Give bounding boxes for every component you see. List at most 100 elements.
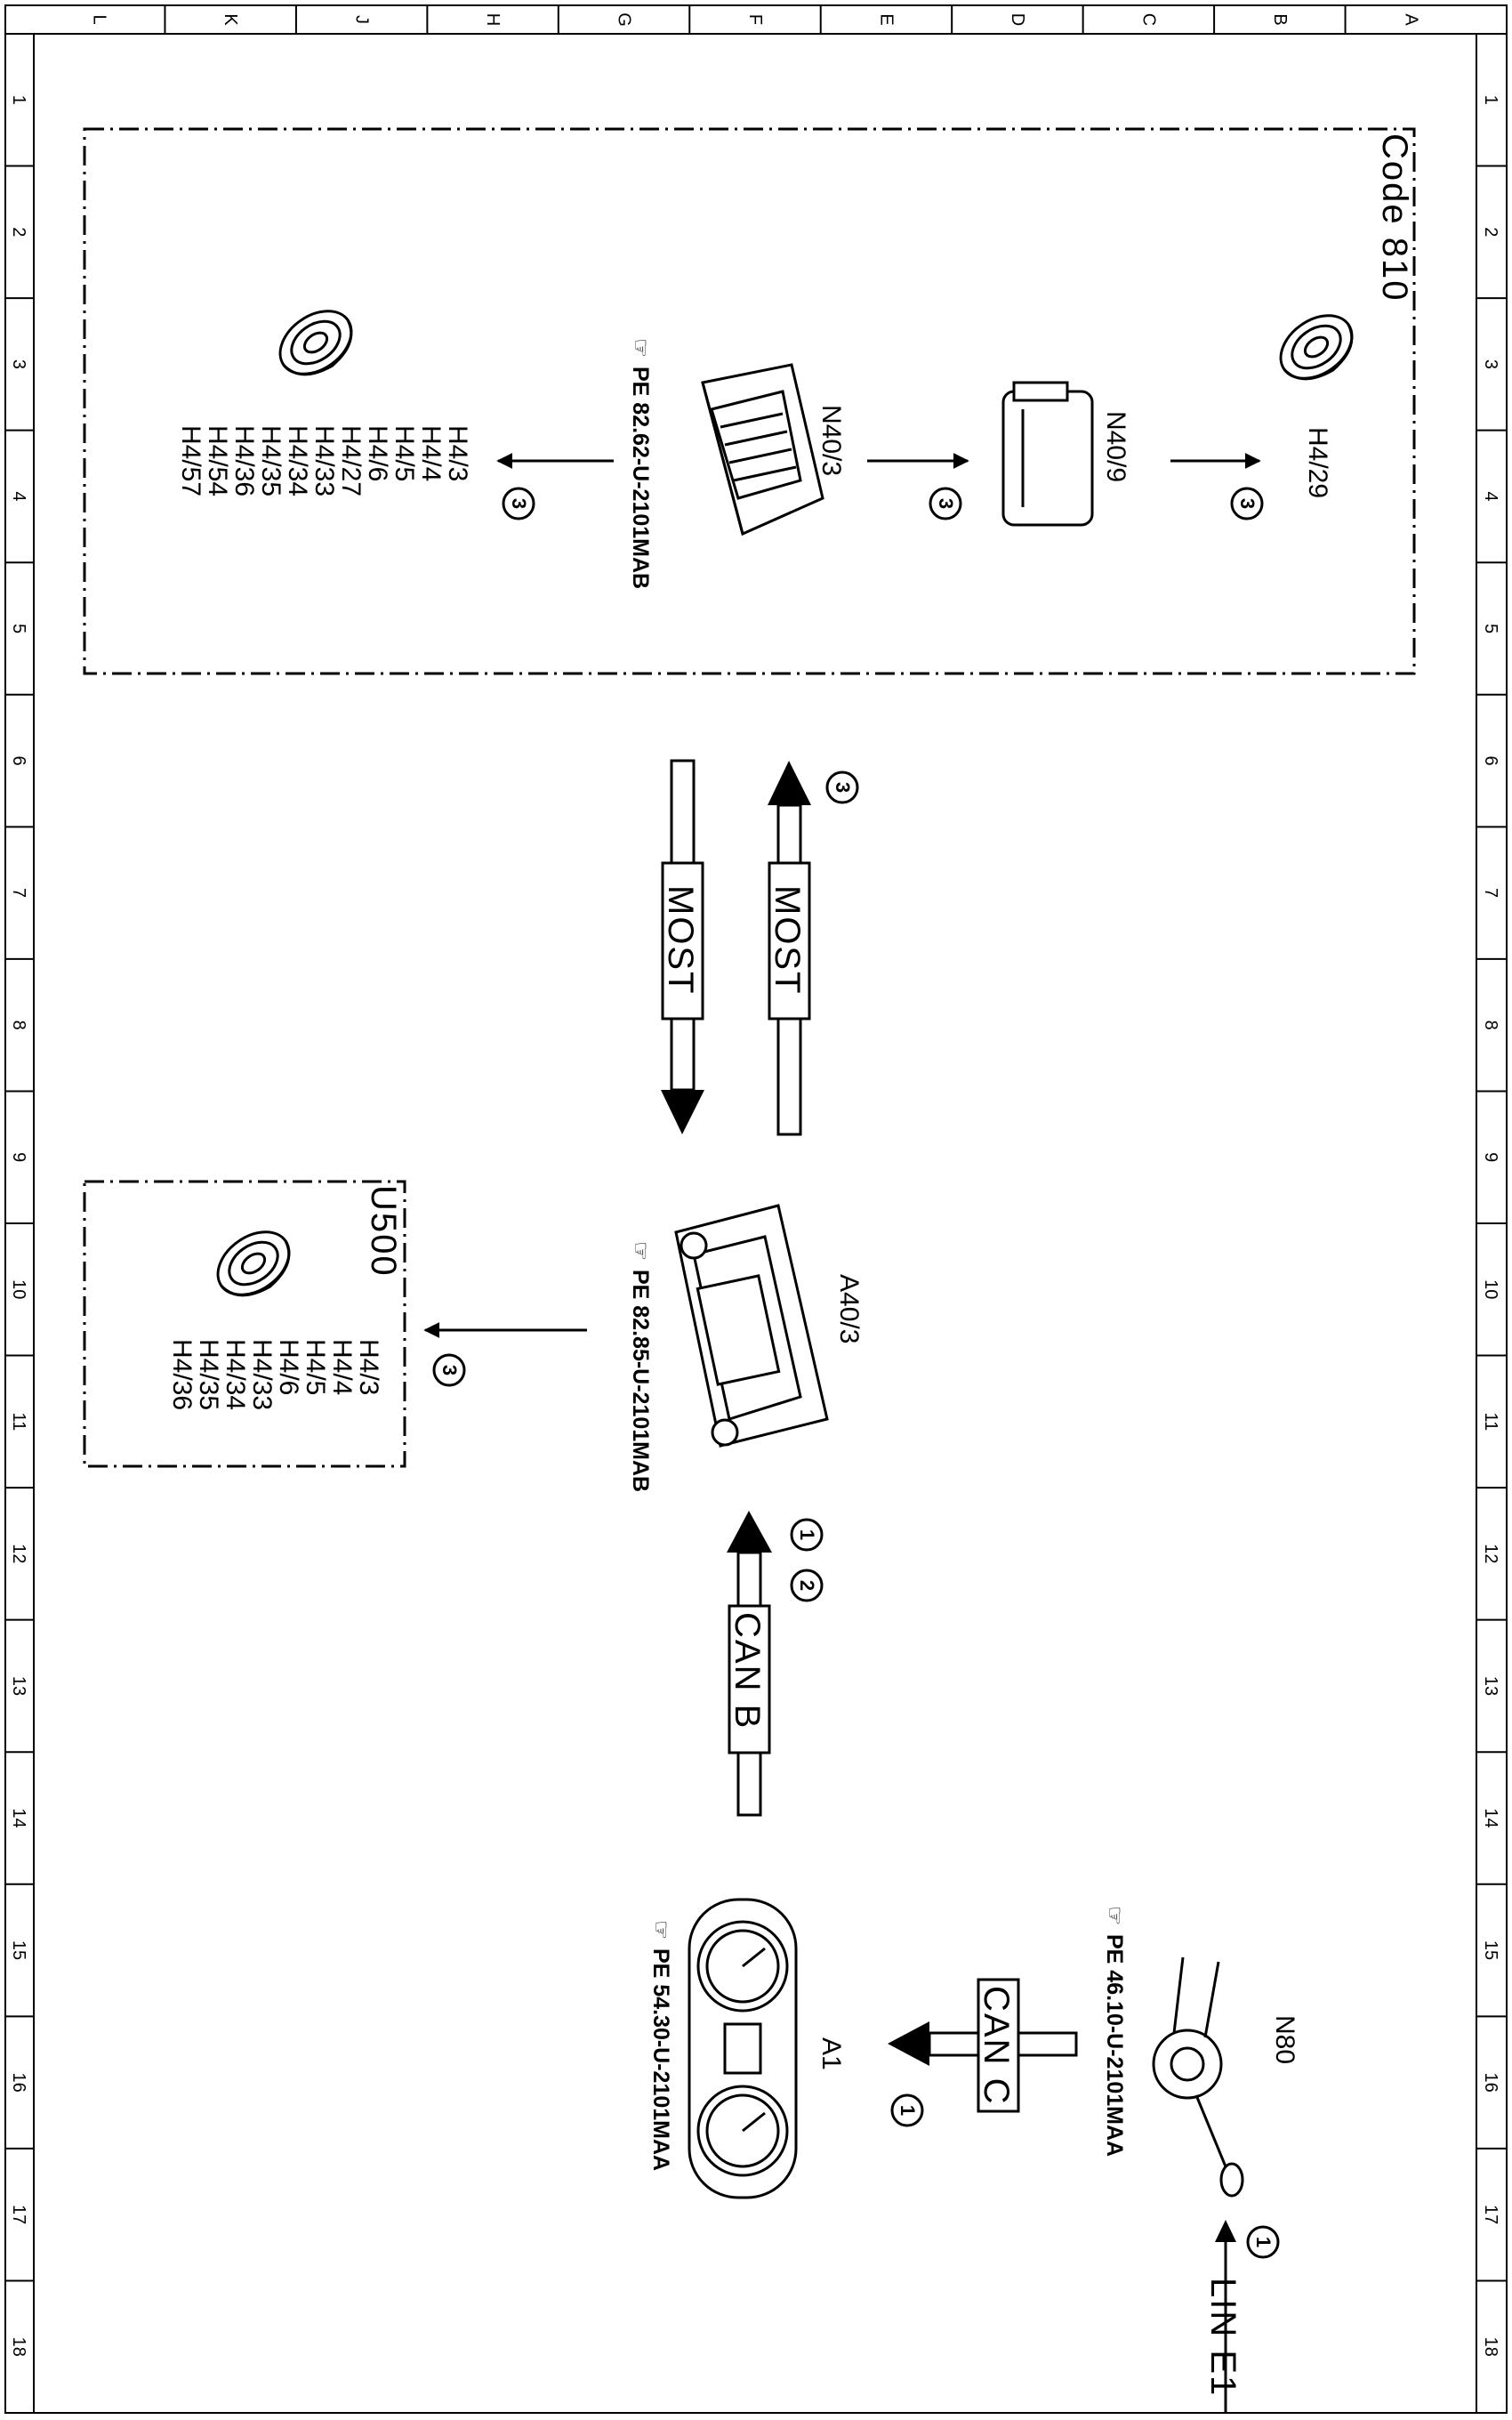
row-number: 14 (1481, 1808, 1500, 1827)
speaker-icon (278, 310, 353, 376)
column-letter: L (90, 14, 109, 24)
n40-3-reference: PE 82.62-U-2101MAB (628, 367, 653, 589)
row-number: 16 (9, 2072, 28, 2092)
speaker-list-item: H4/36 (229, 425, 259, 496)
row-number: 3 (9, 359, 28, 369)
a1-reference: PE 54.30-U-2101MAA (648, 1948, 673, 2171)
row-number: 18 (1481, 2337, 1500, 2357)
row-number: 5 (1481, 624, 1500, 633)
svg-text:3: 3 (508, 498, 530, 509)
speaker-list-item: H4/3 (354, 1339, 383, 1395)
speaker-list-item: H4/34 (283, 425, 312, 496)
most-out-bus: MOST (661, 759, 704, 1134)
row-number: 14 (9, 1808, 28, 1827)
column-letter: J (352, 15, 372, 24)
code-810-label: Code 810 (1375, 133, 1414, 302)
circled-marker-3: 3 (929, 487, 962, 520)
row-number: 10 (9, 1279, 28, 1299)
row-number: 13 (9, 1676, 28, 1696)
most-out-label: MOST (661, 885, 700, 996)
speaker-list-item: H4/5 (301, 1339, 330, 1395)
speaker-icon (1279, 314, 1354, 381)
speaker-list-item: H4/35 (256, 425, 286, 496)
circled-marker-1: 1 (1246, 2225, 1280, 2259)
column-letter: C (1138, 13, 1158, 26)
row-number: 12 (9, 1544, 28, 1563)
row-number: 2 (1481, 227, 1500, 237)
speaker-list-item: H4/34 (221, 1339, 250, 1410)
row-number: 7 (1481, 888, 1500, 898)
most-in-bus: MOST (768, 761, 811, 1136)
row-number: 17 (9, 2205, 28, 2224)
circled-marker-3: 3 (825, 770, 859, 804)
svg-text:2: 2 (796, 1580, 818, 1591)
row-number: 7 (9, 888, 28, 898)
a40-3-head-unit-icon (674, 1204, 829, 1448)
speaker-list-item: H4/6 (363, 425, 392, 481)
u500-box (83, 1180, 406, 1468)
column-letter: H (483, 13, 503, 26)
row-number: 10 (1481, 1279, 1500, 1299)
can-c-bus: CAN C (888, 1978, 1078, 2113)
row-number: 16 (1481, 2072, 1500, 2092)
n40-3-amplifier-icon (701, 363, 824, 536)
circled-marker-3: 3 (502, 487, 535, 520)
row-number: 11 (9, 1412, 28, 1431)
n80-label: N80 (1270, 2015, 1299, 2064)
speaker-list-item: H4/33 (247, 1339, 277, 1410)
row-number: 1 (9, 95, 28, 105)
a40-3-reference: PE 82.85-U-2101MAB (628, 1270, 653, 1492)
a40-3-label: A40/3 (834, 1274, 864, 1343)
row-number: 9 (9, 1152, 28, 1162)
code-810-box (83, 127, 1416, 675)
pe-ref-icon: ☞ (648, 1920, 673, 1940)
row-number: 9 (1481, 1152, 1500, 1162)
row-number: 3 (1481, 359, 1500, 369)
lin-e1-label: LIN E1 (1203, 2278, 1243, 2397)
speaker-list-item: H4/36 (167, 1339, 197, 1410)
speaker-list-item: H4/54 (203, 425, 232, 496)
a1-label: A1 (816, 2037, 846, 2070)
speaker-list-item: H4/33 (310, 425, 339, 496)
row-number: 8 (1481, 1020, 1500, 1030)
row-number: 15 (9, 1940, 28, 1960)
can-b-label: CAN B (728, 1612, 767, 1730)
row-number: 2 (9, 227, 28, 237)
speaker-list-code-810: H4/3H4/4H4/5H4/6H4/27H4/33H4/34H4/35H4/3… (176, 425, 472, 496)
can-c-label: CAN C (977, 1986, 1016, 2105)
row-number: 17 (1481, 2205, 1500, 2224)
speaker-list-item: H4/4 (327, 1339, 357, 1395)
column-letter: A (1401, 13, 1420, 26)
row-number: 5 (9, 624, 28, 633)
svg-text:3: 3 (935, 498, 957, 509)
speaker-list-item: H4/5 (390, 425, 419, 481)
row-number: 11 (1481, 1412, 1500, 1431)
row-number: 18 (9, 2337, 28, 2357)
n40-9-module-icon (1001, 381, 1094, 527)
svg-text:1: 1 (897, 2105, 919, 2116)
circled-marker-1: 1 (790, 1518, 824, 1552)
circled-marker-3: 3 (1230, 487, 1264, 520)
pe-ref-icon: ☞ (628, 338, 653, 358)
a1-instrument-cluster-icon (688, 1898, 798, 2199)
pe-ref-icon: ☞ (1102, 1906, 1127, 1925)
n40-9-label: N40/9 (1101, 411, 1130, 482)
most-in-label: MOST (768, 885, 807, 996)
row-number: 6 (9, 755, 28, 765)
svg-text:3: 3 (832, 782, 854, 793)
column-letter: G (615, 12, 634, 27)
column-letter: E (876, 13, 896, 25)
pe-ref-icon: ☞ (628, 1241, 653, 1261)
svg-text:3: 3 (1236, 498, 1259, 509)
speaker-list-item: H4/27 (336, 425, 366, 496)
n80-switch-module-icon (1152, 1956, 1244, 2198)
speaker-list-item: H4/57 (176, 425, 205, 496)
u500-label: U500 (364, 1185, 403, 1278)
column-letter: F (745, 14, 765, 25)
